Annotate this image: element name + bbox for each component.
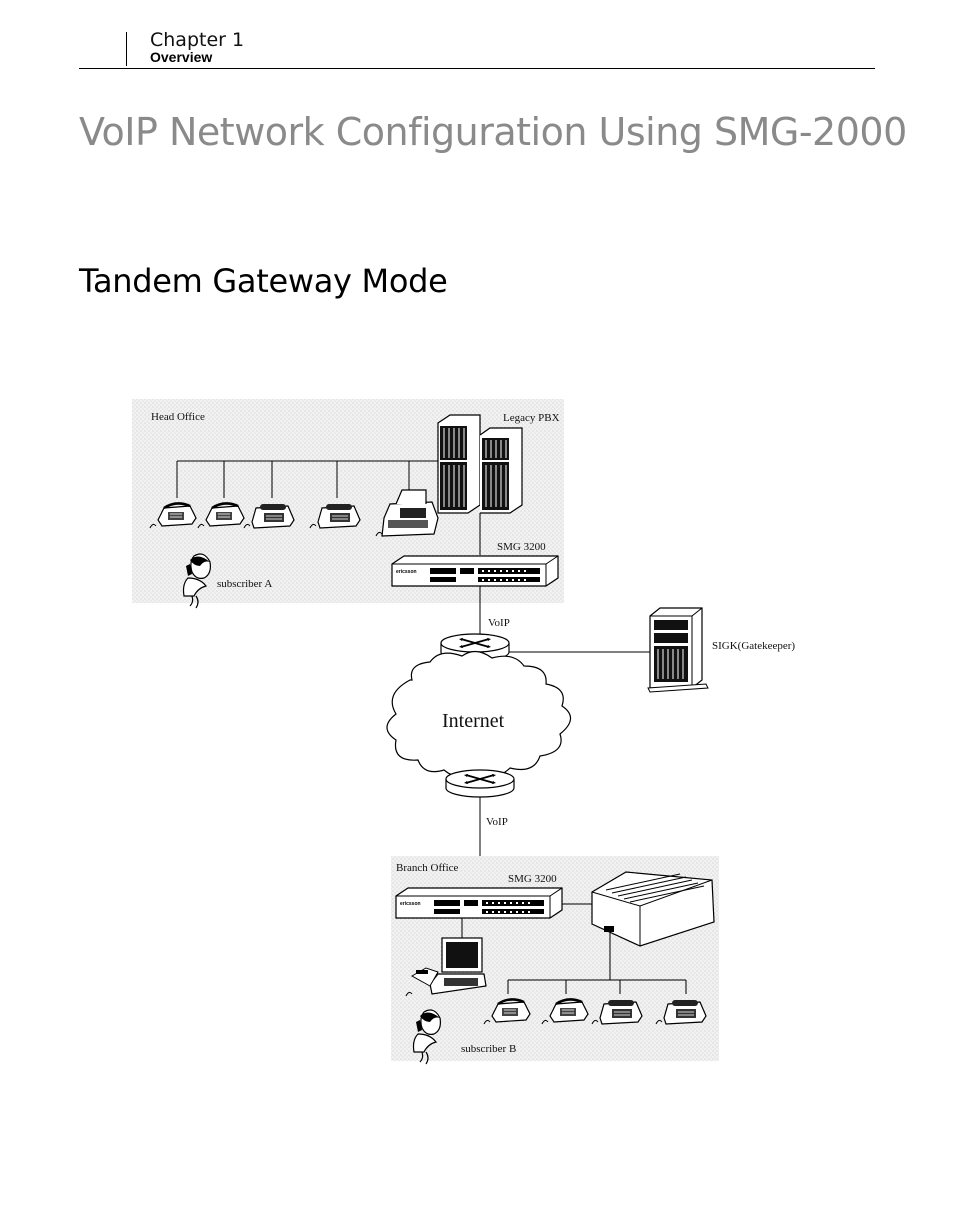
- smg-top-icon: [391, 555, 559, 587]
- page-subtitle: Tandem Gateway Mode: [79, 262, 448, 300]
- router-bottom-icon: [445, 769, 515, 798]
- legacy-pbx-label: Legacy PBX: [503, 412, 560, 424]
- subscriber-b-label: subscriber B: [461, 1043, 516, 1055]
- internet-label: Internet: [442, 710, 505, 732]
- smg-bottom-icon: [395, 887, 563, 919]
- head-office-label: Head Office: [151, 411, 205, 423]
- gatekeeper-server-icon: [647, 607, 709, 693]
- fax-icon: [375, 489, 439, 537]
- section-label: Overview: [150, 49, 213, 65]
- network-diagram: ericsson Head Office Legacy PBX: [132, 399, 795, 1065]
- chapter-label: Chapter 1: [150, 29, 245, 51]
- page-title: VoIP Network Configuration Using SMG-200…: [79, 110, 907, 154]
- internet-cloud: [386, 650, 572, 778]
- branch-office-bus: [507, 979, 687, 994]
- key-system-icon: [591, 871, 715, 947]
- smg-top-label: SMG 3200: [497, 541, 546, 553]
- voip-bottom-label: VoIP: [486, 816, 508, 828]
- smg-bottom-label: SMG 3200: [508, 873, 557, 885]
- gatekeeper-label: SIGK(Gatekeeper): [712, 640, 795, 652]
- header-rule: [79, 68, 875, 69]
- legacy-pbx-icon: [437, 414, 523, 514]
- pc-workstation-icon: [405, 937, 487, 997]
- header-divider: [126, 32, 127, 66]
- branch-office-label: Branch Office: [396, 862, 459, 874]
- subscriber-a-label: subscriber A: [217, 578, 272, 590]
- voip-top-label: VoIP: [488, 617, 510, 629]
